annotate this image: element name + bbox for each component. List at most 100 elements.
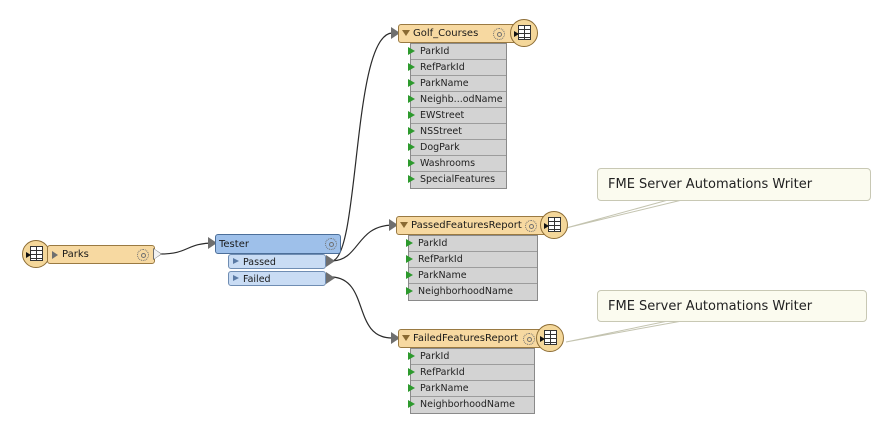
link-passed-report [331, 224, 393, 262]
failed-report-header[interactable]: FailedFeaturesReport [398, 329, 546, 348]
passed-report-header[interactable]: PassedFeaturesReport [396, 216, 548, 235]
attribute-row[interactable]: Washrooms [408, 156, 506, 172]
attribute-name: Neighb...odName [420, 94, 503, 105]
attribute-row[interactable]: NeighborhoodName [406, 284, 537, 300]
attribute-name: NSStreet [420, 126, 463, 137]
attribute-name: ParkName [418, 270, 467, 281]
attribute-port-icon[interactable] [406, 271, 413, 279]
attribute-name: SpecialFeatures [420, 174, 496, 185]
passed-report-name: PassedFeaturesReport [411, 220, 522, 231]
attribute-name: NeighborhoodName [420, 399, 515, 410]
attribute-row[interactable]: NeighborhoodName [408, 397, 534, 413]
golf-courses-header[interactable]: Golf_Courses [398, 24, 520, 43]
collapse-icon[interactable] [402, 30, 410, 36]
attribute-port-icon[interactable] [408, 400, 415, 408]
attribute-row[interactable]: RefParkId [408, 365, 534, 381]
annotation-tail-2 [565, 320, 683, 343]
attribute-row[interactable]: SpecialFeatures [408, 172, 506, 188]
table-read-icon [22, 240, 50, 268]
failed-report-attributes: ParkId RefParkId ParkName NeighborhoodNa… [408, 348, 535, 414]
attribute-row[interactable]: EWStreet [408, 108, 506, 124]
table-write-icon [536, 324, 564, 352]
gear-icon[interactable] [493, 28, 505, 40]
attribute-row[interactable]: RefParkId [406, 252, 537, 268]
attribute-row[interactable]: RefParkId [408, 60, 506, 76]
attribute-port-icon[interactable] [408, 368, 415, 376]
gear-icon[interactable] [325, 238, 337, 250]
gear-icon[interactable] [525, 220, 537, 232]
tester-failed-output-port-icon[interactable] [325, 272, 335, 284]
failed-report-input-port-icon[interactable] [391, 332, 400, 344]
golf-courses-name: Golf_Courses [413, 28, 479, 39]
attribute-row[interactable]: NSStreet [408, 124, 506, 140]
tester-passed-label: Passed [243, 257, 276, 268]
attribute-row[interactable]: ParkId [406, 236, 537, 252]
link-parks-tester [159, 242, 216, 255]
attribute-name: EWStreet [420, 110, 465, 121]
attribute-row[interactable]: ParkName [408, 381, 534, 397]
parks-output-port-fill [154, 249, 161, 259]
passed-report-input-port-icon[interactable] [389, 219, 398, 231]
passed-report-attributes: ParkId RefParkId ParkName NeighborhoodNa… [406, 235, 538, 301]
golf-courses-attributes: ParkId RefParkId ParkName Neighb...odNam… [408, 43, 507, 189]
tester-input-port-icon[interactable] [208, 237, 217, 249]
attribute-row[interactable]: ParkName [406, 268, 537, 284]
tester-port-passed[interactable]: Passed [228, 254, 326, 269]
collapse-icon[interactable] [402, 335, 410, 341]
attribute-port-icon[interactable] [408, 79, 415, 87]
attribute-name: RefParkId [418, 254, 463, 265]
annotation-tail-1 [565, 199, 683, 229]
annotation-text: FME Server Automations Writer [608, 299, 813, 314]
attribute-name: RefParkId [420, 367, 465, 378]
attribute-port-icon[interactable] [408, 47, 415, 55]
attribute-name: ParkId [418, 238, 448, 249]
parks-reader-name: Parks [62, 249, 89, 260]
attribute-row[interactable]: ParkId [408, 44, 506, 60]
table-write-icon [510, 19, 538, 47]
attribute-port-icon[interactable] [408, 175, 415, 183]
attribute-name: ParkName [420, 78, 469, 89]
collapse-icon[interactable] [400, 222, 408, 228]
attribute-name: DogPark [420, 142, 460, 153]
port-arrow-icon [233, 275, 239, 281]
attribute-name: ParkId [420, 351, 450, 362]
attribute-name: Washrooms [420, 158, 476, 169]
golf-input-port-icon[interactable] [391, 27, 400, 39]
failed-report-name: FailedFeaturesReport [413, 333, 519, 344]
tester-name: Tester [219, 239, 249, 250]
tester-header[interactable]: Tester [215, 234, 341, 254]
attribute-port-icon[interactable] [406, 287, 413, 295]
attribute-port-icon[interactable] [406, 239, 413, 247]
attribute-row[interactable]: DogPark [408, 140, 506, 156]
attribute-port-icon[interactable] [408, 95, 415, 103]
attribute-row[interactable]: ParkId [408, 349, 534, 365]
tester-failed-label: Failed [243, 274, 271, 285]
attribute-name: NeighborhoodName [418, 286, 513, 297]
attribute-port-icon[interactable] [406, 255, 413, 263]
gear-icon[interactable] [523, 333, 535, 345]
attribute-name: RefParkId [420, 62, 465, 73]
annotation-note[interactable]: FME Server Automations Writer [597, 168, 871, 201]
attribute-port-icon[interactable] [408, 143, 415, 151]
tester-passed-output-port-icon[interactable] [325, 255, 335, 267]
gear-icon[interactable] [137, 249, 149, 261]
attribute-port-icon[interactable] [408, 111, 415, 119]
attribute-name: ParkName [420, 383, 469, 394]
attribute-port-icon[interactable] [408, 63, 415, 71]
port-arrow-icon [233, 258, 239, 264]
link-failed-report [331, 276, 393, 339]
parks-reader-header[interactable]: Parks [47, 245, 155, 264]
link-passed-golf [331, 32, 393, 262]
attribute-port-icon[interactable] [408, 352, 415, 360]
expand-icon[interactable] [52, 251, 58, 259]
table-write-icon [540, 211, 568, 239]
tester-port-failed[interactable]: Failed [228, 271, 326, 286]
attribute-row[interactable]: Neighb...odName [408, 92, 506, 108]
attribute-row[interactable]: ParkName [408, 76, 506, 92]
attribute-port-icon[interactable] [408, 384, 415, 392]
annotation-note[interactable]: FME Server Automations Writer [597, 290, 867, 322]
annotation-text: FME Server Automations Writer [608, 177, 813, 192]
attribute-name: ParkId [420, 46, 450, 57]
attribute-port-icon[interactable] [408, 159, 415, 167]
attribute-port-icon[interactable] [408, 127, 415, 135]
